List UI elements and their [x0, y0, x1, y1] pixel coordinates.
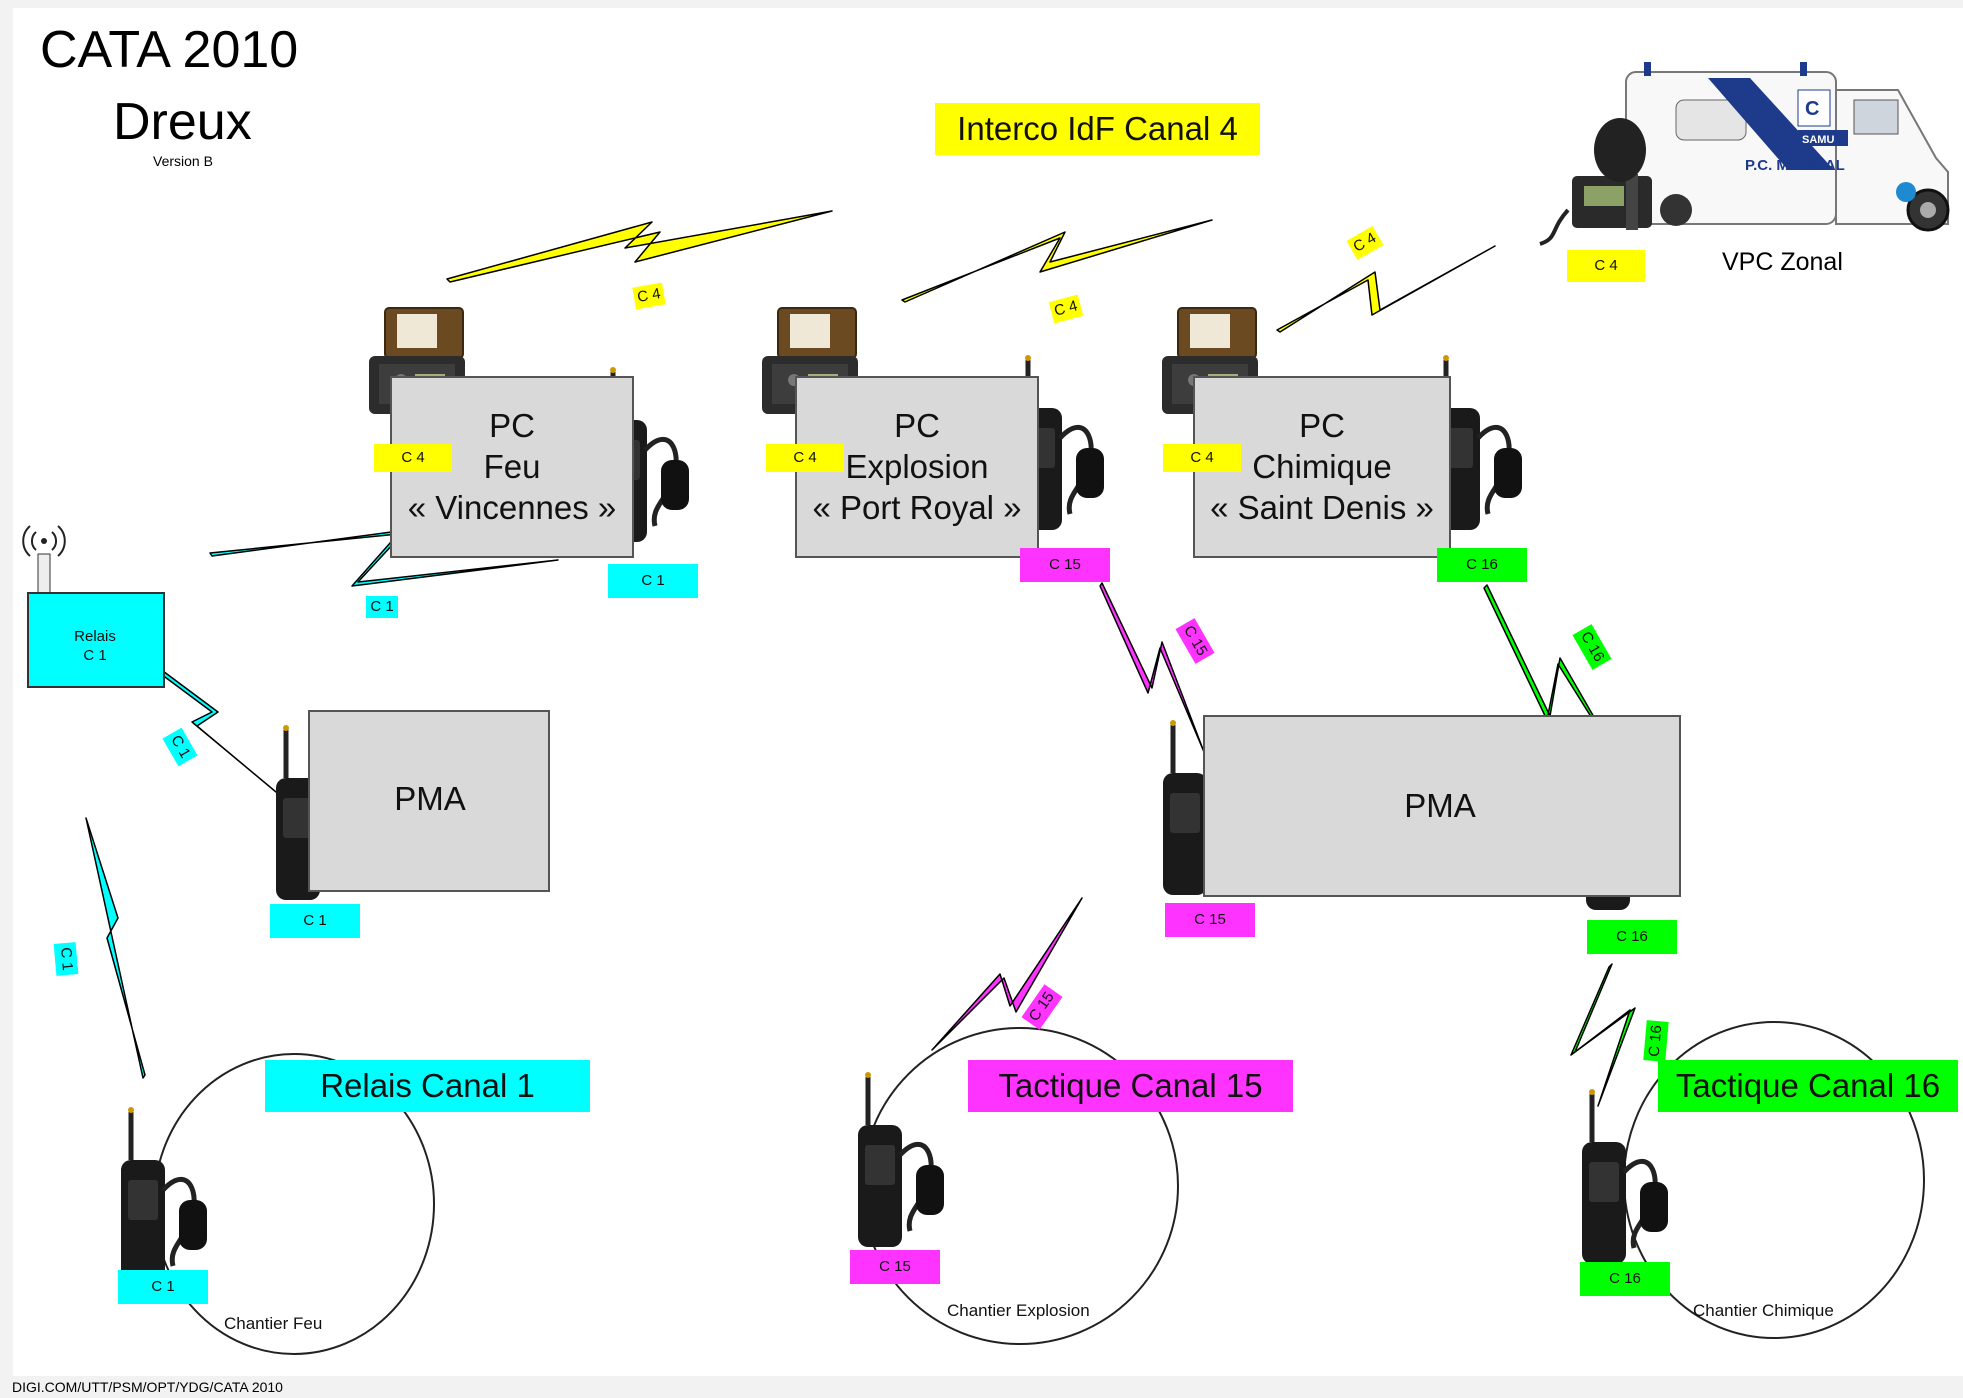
pc-explosion-line2: Explosion — [845, 448, 989, 485]
tag-c15-field: C 15 — [850, 1250, 940, 1284]
relay-box — [27, 592, 165, 688]
chantier-explosion-label: Chantier Explosion — [947, 1301, 1090, 1320]
tag-c16-pma: C 16 — [1587, 920, 1677, 954]
tag-c1-link3: C 1 — [53, 942, 79, 976]
version-label: Version B — [153, 153, 213, 169]
pc-chimique-line1: PC — [1299, 407, 1345, 444]
chantier-feu-label: Chantier Feu — [224, 1314, 323, 1333]
tag-c4-explosion: C 4 — [766, 444, 844, 472]
vpc-zonal-label: VPC Zonal — [1722, 248, 1843, 276]
tactique-canal15-label: Tactique Canal 15 — [968, 1060, 1293, 1112]
tag-c1-pma: C 1 — [270, 904, 360, 938]
tag-c16-pc: C 16 — [1437, 548, 1527, 582]
tag-c15-pc: C 15 — [1020, 548, 1110, 582]
tag-c4-chimique: C 4 — [1163, 444, 1241, 472]
interco-link-portroyal-bolt — [901, 219, 1213, 303]
relay-label-line1: Relais — [74, 628, 116, 645]
tactique16-link-field-bolt — [1570, 963, 1636, 1107]
tag-c16-field: C 16 — [1580, 1262, 1670, 1296]
tag-c1-link1: C 1 — [366, 596, 398, 618]
pc-feu-line2: Feu — [483, 448, 541, 485]
tag-c16-link2: C 16 — [1643, 1020, 1669, 1062]
pc-feu-line1: PC — [489, 407, 535, 444]
tag-c1-vincennes: C 1 — [608, 564, 698, 598]
tactique15-link-pc-pma-bolt — [1099, 582, 1205, 753]
pma-left-label: PMA — [394, 780, 466, 817]
pc-feu-line3: « Vincennes » — [407, 489, 617, 526]
walkie-talkie-icon — [1582, 1089, 1668, 1264]
svg-text:P.C. MEDICAL: P.C. MEDICAL — [1745, 157, 1845, 174]
diagram-canvas — [13, 8, 1963, 1376]
interco-link-vincennes-bolt — [446, 210, 833, 283]
pma-right-label: PMA — [1404, 787, 1476, 824]
tag-c4-vpc: C 4 — [1567, 250, 1645, 282]
pc-explosion-line3: « Port Royal » — [812, 489, 1022, 526]
walkie-talkie-icon — [858, 1072, 944, 1247]
pc-chimique-line2: Chimique — [1252, 448, 1392, 485]
diagram-title: CATA 2010 — [40, 21, 299, 79]
pma-left-box — [308, 710, 550, 892]
pma-right-box — [1203, 715, 1681, 897]
tactique-canal16-label: Tactique Canal 16 — [1658, 1060, 1958, 1112]
relay-link-feu-bolt — [85, 817, 146, 1079]
relais-canal1-label: Relais Canal 1 — [265, 1060, 590, 1112]
tag-c1-feu: C 1 — [118, 1270, 208, 1304]
pc-chimique-line3: « Saint Denis » — [1210, 489, 1434, 526]
diagram-subtitle: Dreux — [113, 93, 252, 151]
pc-explosion-line1: PC — [894, 407, 940, 444]
footer-reference: DIGI.COM/UTT/PSM/OPT/YDG/CATA 2010 — [12, 1379, 283, 1395]
interco-canal4-label: Interco IdF Canal 4 — [935, 103, 1260, 155]
ambulance-icon: P.C. MEDICAL C SAMU — [1539, 62, 1950, 246]
svg-text:SAMU: SAMU — [1802, 134, 1834, 146]
tactique15-link-field-bolt — [931, 897, 1083, 1051]
tag-c15-pma: C 15 — [1165, 903, 1255, 937]
interco-link-vpc-bolt — [1276, 245, 1496, 333]
svg-text:C: C — [1805, 98, 1819, 120]
walkie-talkie-icon — [121, 1107, 207, 1282]
relay-label-line2: C 1 — [83, 647, 107, 664]
chantier-chimique-label: Chantier Chimique — [1693, 1301, 1834, 1320]
tag-c4-feu: C 4 — [374, 444, 452, 472]
